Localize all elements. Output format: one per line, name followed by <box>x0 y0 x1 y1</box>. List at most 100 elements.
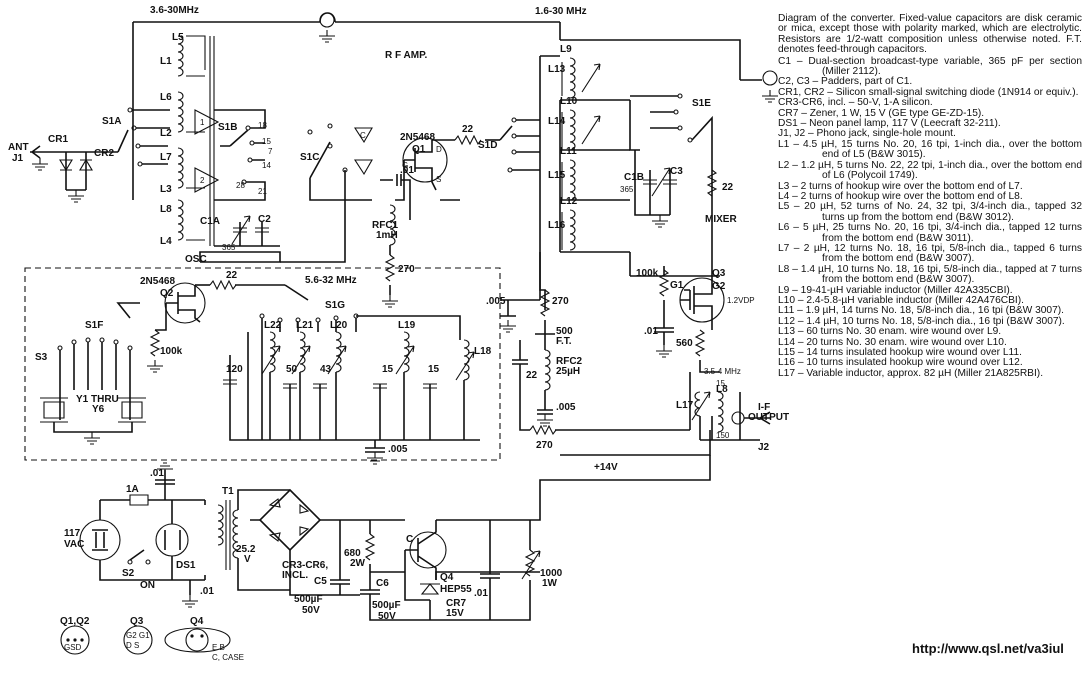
label-l14: L14 <box>548 116 566 127</box>
label-r22a: 22 <box>462 124 474 135</box>
label-n21: 21 <box>258 187 267 196</box>
parts-list-item: L17 – Variable inductor, approx. 82 µH (… <box>778 367 1044 379</box>
label-cr2: CR2 <box>94 148 114 159</box>
parts-list-item: L1 – 4.5 µH, 15 turns No. 20, 16 tpi, 1-… <box>778 138 1082 161</box>
label-c3: C3 <box>670 166 683 177</box>
label-l5: L5 <box>172 32 184 43</box>
label-cr1: CR1 <box>48 134 68 145</box>
label-r270c: 270 <box>536 440 553 451</box>
label-l19: L19 <box>398 320 416 331</box>
label-ds1: DS1 <box>176 560 196 571</box>
parts-list-item: L2 – 1.2 µH, 5 turns No. 22, 22 tpi, 1-i… <box>778 159 1082 182</box>
parts-list: Diagram of the converter. Fixed-value ca… <box>778 13 1082 380</box>
label-t1: T1 <box>222 486 234 497</box>
label-n7: 7 <box>268 147 273 156</box>
label-l21: L21 <box>296 320 314 331</box>
label-c6: C6 <box>376 578 389 589</box>
label-q2: Q2 <box>160 288 174 299</box>
label-q4-c: C <box>406 534 413 545</box>
band-label-top-left: 3.6-30MHz <box>150 5 199 16</box>
label-cr3-cr6: CR3-CR6,INCL. <box>282 560 328 581</box>
parts-list-item: L6 – 5 µH, 25 turns No. 20, 16 tpi, 3/4-… <box>778 222 1082 244</box>
label-l8: L8 <box>160 204 172 215</box>
label-n18: 18 <box>258 121 267 130</box>
block-label-rf-amp: R F AMP. <box>385 50 427 61</box>
parts-list-item: L10 – 2.4-5.8-µH variable inductor (Mill… <box>778 294 1024 306</box>
parts-list-item: L16 – 10 turns insulated hookup wire wou… <box>778 357 1023 369</box>
label-s1d: S1D <box>478 140 497 151</box>
label-pin-q4: Q4 <box>190 616 204 627</box>
label-l2: L2 <box>160 128 172 139</box>
label-q3-type: 1.2VDP <box>727 296 755 305</box>
label-l4: L4 <box>160 236 172 247</box>
label-s1b: S1B <box>218 122 237 133</box>
label-q1-g: G <box>402 161 408 170</box>
label-pin-q12: Q1,Q2 <box>60 616 90 627</box>
label-s1e: S1E <box>692 98 711 109</box>
label-s1f: S1F <box>85 320 103 331</box>
label-s1a: S1A <box>102 116 121 127</box>
label-q4-type: HEP55 <box>440 584 472 595</box>
label-c5: C5 <box>314 576 327 587</box>
label-q1: Q1 <box>412 144 426 155</box>
label-l9: L9 <box>560 44 572 55</box>
label-r22c: 22 <box>226 270 238 281</box>
label-l10: L10 <box>560 96 578 107</box>
parts-list-item: L8 – 1.4 µH, 10 turns No. 18, 16 tpi, 5/… <box>778 263 1082 286</box>
label-n14: 14 <box>262 161 271 170</box>
label-r100k: 100k <box>160 346 183 357</box>
parts-list-items: C1 – Dual-section broadcast-type variabl… <box>778 55 1082 380</box>
block-label-osc: OSC <box>185 254 207 265</box>
label-l20: L20 <box>330 320 348 331</box>
parts-list-item: L15 – 14 turns insulated hookup wire wou… <box>778 347 1022 358</box>
label-l18: L18 <box>474 346 492 357</box>
parts-list-item: CR1, CR2 – Silicon small-signal switchin… <box>778 86 1079 98</box>
label-l1: L1 <box>160 56 172 67</box>
label-c1a: C1A <box>200 216 220 227</box>
label-r22b: 22 <box>722 182 734 193</box>
label-r560: 560 <box>676 338 693 349</box>
parts-list-intro: Diagram of the converter. Fixed-value ca… <box>778 13 1082 56</box>
label-r270b: 270 <box>552 296 569 307</box>
label-c005a: .005 <box>486 296 506 307</box>
label-f1: 1A <box>126 484 139 495</box>
label-l22: L22 <box>264 320 282 331</box>
label-c005b: .005 <box>556 402 576 413</box>
label-s3: S3 <box>35 352 48 363</box>
label-l8-if: L8 <box>716 384 728 395</box>
parts-list-item: L13 – 60 turns No. 30 enam. wire wound o… <box>778 326 1002 338</box>
label-l6: L6 <box>160 92 172 103</box>
label-c2-value: 365 <box>222 243 236 252</box>
label-q2-type: 2N5468 <box>140 276 175 287</box>
parts-list-item: L12 – 1.4 µH, 10 turns No. 18, 5/8-inch … <box>778 315 1065 327</box>
label-c01d: .01 <box>474 588 488 599</box>
band-label-if: 3.5-4 MHz <box>704 367 741 376</box>
label-s1g: S1G <box>325 300 345 311</box>
parts-list-item: J1, J2 – Phono jack, single-hole mount. <box>778 128 956 140</box>
label-n15: 15 <box>262 137 271 146</box>
parts-list-item: C1 – Dual-section broadcast-type variabl… <box>778 55 1082 78</box>
label-v14: +14V <box>594 462 618 473</box>
label-q1-s: S <box>436 175 441 184</box>
label-s1c: S1C <box>300 152 319 163</box>
label-c150: 150 <box>716 431 730 440</box>
label-c01b: .01 <box>150 468 164 479</box>
label-l12: L12 <box>560 196 578 207</box>
label-c22: 22 <box>526 370 538 381</box>
label-c01c: .01 <box>200 586 214 597</box>
band-label-top-mid: 1.6-30 MHz <box>535 6 587 17</box>
label-r270a: 270 <box>398 264 415 275</box>
label-q1-d: D <box>436 145 442 154</box>
label-pin-q3: Q3 <box>130 616 144 627</box>
label-j2: J2 <box>758 442 770 453</box>
label-r100k-m: 100k <box>636 268 659 279</box>
parts-list-item: L7 – 2 µH, 12 turns No. 18, 16 tpi, 5/8-… <box>778 242 1082 265</box>
